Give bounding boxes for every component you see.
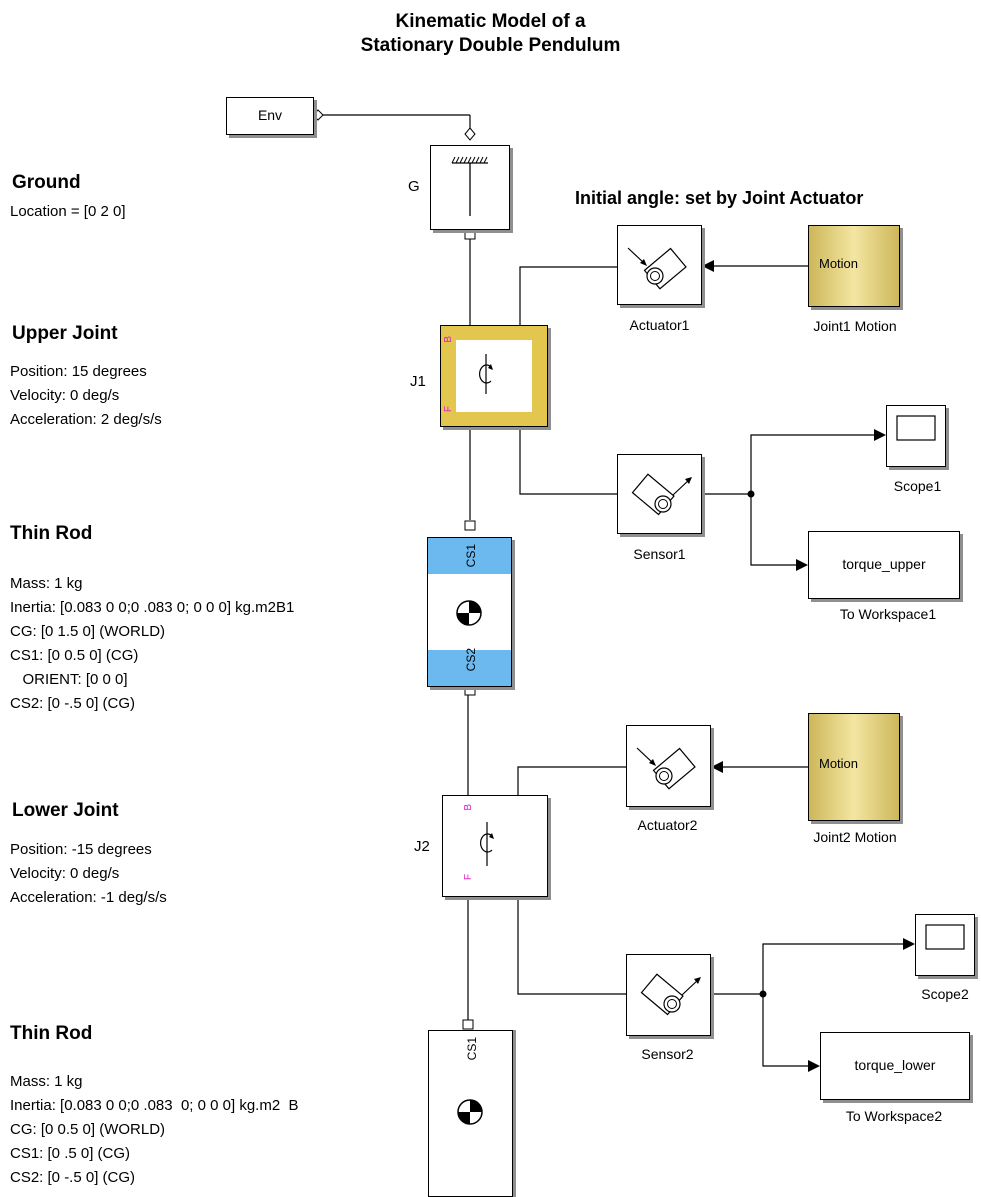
thin-rod2-cg: CG: [0 0.5 0] (WORLD) — [10, 1121, 166, 1138]
joint2-motion-text: Motion — [819, 756, 859, 771]
thin-rod2-cs2: CS2: [0 -.5 0] (CG) — [10, 1169, 136, 1186]
connector-port — [462, 1019, 474, 1030]
thin-rod2-cs1: CS1: [0 .5 0] (CG) — [10, 1145, 131, 1162]
connector-port — [464, 229, 476, 240]
lower-joint-position: Position: -15 degrees — [10, 841, 152, 858]
ground-heading: Ground — [12, 172, 81, 193]
thin-rod1-cs2: CS2: [0 -.5 0] (CG) — [10, 695, 136, 712]
scope1-label: Scope1 — [893, 478, 942, 494]
thin-rod1-block[interactable]: CS1 CS2 — [427, 537, 512, 687]
line-j1-sensor1 — [519, 426, 617, 495]
center-of-gravity-icon — [457, 1099, 483, 1125]
j2-block-label: J2 — [414, 838, 430, 855]
thin-rod1-inertia: Inertia: [0.083 0 0;0 .083 0; 0 0 0] kg.… — [10, 599, 295, 616]
upper-joint-velocity: Velocity: 0 deg/s — [10, 387, 120, 404]
revolute-joint-icon — [479, 354, 493, 394]
actuator1-block[interactable] — [617, 225, 702, 305]
thin-rod2-heading: Thin Rod — [10, 1023, 93, 1044]
lower-joint-velocity: Velocity: 0 deg/s — [10, 865, 120, 882]
rod1-port-cs2: CS2 — [464, 648, 478, 672]
thin-rod1-cs1: CS1: [0 0.5 0] (CG) — [10, 647, 139, 664]
actuator-icon — [636, 747, 696, 790]
to-workspace2-block[interactable]: torque_lower — [820, 1032, 970, 1100]
upper-joint-position: Position: 15 degrees — [10, 363, 147, 380]
lower-joint-acceleration: Acceleration: -1 deg/s/s — [10, 889, 167, 906]
upper-joint-acceleration: Acceleration: 2 deg/s/s — [10, 411, 162, 428]
j2-port-f: F — [463, 874, 474, 881]
thin-rod1-cg: CG: [0 1.5 0] (WORLD) — [10, 623, 166, 640]
lower-joint-block[interactable]: B F — [442, 795, 548, 897]
env-port-diamond — [312, 109, 324, 121]
to-workspace2-label: To Workspace2 — [845, 1108, 943, 1124]
arrow-motion1 — [702, 260, 714, 272]
connector-port — [464, 685, 476, 696]
rod1-port-cs1: CS1 — [464, 544, 478, 568]
line-j2-sensor2 — [517, 896, 626, 995]
line-actuator1-j1 — [519, 266, 617, 327]
sensor1-block[interactable] — [617, 454, 702, 534]
center-of-gravity-icon — [456, 600, 482, 626]
j1-block-label: J1 — [410, 373, 426, 390]
sensor1-label: Sensor1 — [633, 546, 686, 562]
actuator2-label: Actuator2 — [637, 817, 698, 833]
j1-port-f: F — [443, 406, 454, 413]
ground-port-diamond — [464, 127, 476, 141]
sensor-icon — [640, 973, 701, 1016]
to-workspace1-label: To Workspace1 — [839, 606, 937, 622]
to-workspace2-variable: torque_lower — [854, 1057, 936, 1073]
arrow-workspace2 — [808, 1060, 820, 1072]
thin-rod2-mass: Mass: 1 kg — [10, 1073, 83, 1090]
initial-angle-note: Initial angle: set by Joint Actuator — [575, 188, 864, 208]
ground-icon — [451, 156, 488, 216]
j1-port-b: B — [443, 336, 454, 343]
diagram-title-line1: Kinematic Model of a — [395, 11, 586, 32]
upper-joint-heading: Upper Joint — [12, 323, 118, 344]
joint1-motion-block[interactable]: Motion — [808, 225, 900, 307]
connector-port — [464, 520, 476, 531]
scope1-block[interactable] — [886, 405, 946, 467]
arrow-workspace1 — [796, 559, 808, 571]
upper-joint-block[interactable]: B F — [440, 325, 548, 427]
actuator-icon — [627, 247, 687, 290]
env-block[interactable]: Env — [226, 97, 314, 135]
diagram-title-line2: Stationary Double Pendulum — [360, 35, 621, 56]
lower-joint-heading: Lower Joint — [12, 800, 119, 821]
joint1-motion-text: Motion — [819, 256, 859, 271]
arrow-scope1 — [874, 429, 886, 441]
scope2-block[interactable] — [915, 914, 975, 976]
thin-rod1-orient: ORIENT: [0 0 0] — [10, 671, 128, 688]
sensor2-block[interactable] — [626, 954, 711, 1036]
to-workspace1-variable: torque_upper — [842, 556, 926, 572]
scope2-label: Scope2 — [921, 986, 969, 1002]
joint2-motion-block[interactable]: Motion — [808, 713, 900, 821]
ground-location: Location = [0 2 0] — [10, 203, 126, 220]
actuator2-block[interactable] — [626, 725, 711, 807]
scope-icon — [925, 924, 965, 950]
scope-icon — [896, 415, 936, 441]
j2-port-b: B — [463, 804, 474, 811]
env-label: Env — [257, 107, 283, 123]
sensor2-label: Sensor2 — [641, 1046, 694, 1062]
line-actuator2-j2 — [517, 766, 626, 797]
sensor-icon — [631, 473, 692, 516]
actuator1-label: Actuator1 — [629, 317, 690, 333]
to-workspace1-block[interactable]: torque_upper — [808, 531, 960, 599]
revolute-joint-icon — [480, 822, 494, 866]
ground-block[interactable] — [430, 145, 510, 230]
thin-rod1-heading: Thin Rod — [10, 523, 93, 544]
arrow-scope2 — [903, 938, 915, 950]
rod2-port-cs1: CS1 — [465, 1037, 479, 1061]
thin-rod1-mass: Mass: 1 kg — [10, 575, 83, 592]
thin-rod2-inertia: Inertia: [0.083 0 0;0 .083 0; 0 0 0] kg.… — [10, 1097, 299, 1114]
thin-rod2-block[interactable]: CS1 — [428, 1030, 513, 1197]
joint1-motion-label: Joint1 Motion — [813, 318, 897, 334]
ground-block-label: G — [408, 178, 420, 195]
joint2-motion-label: Joint2 Motion — [813, 829, 897, 845]
arrow-motion2 — [711, 761, 723, 773]
